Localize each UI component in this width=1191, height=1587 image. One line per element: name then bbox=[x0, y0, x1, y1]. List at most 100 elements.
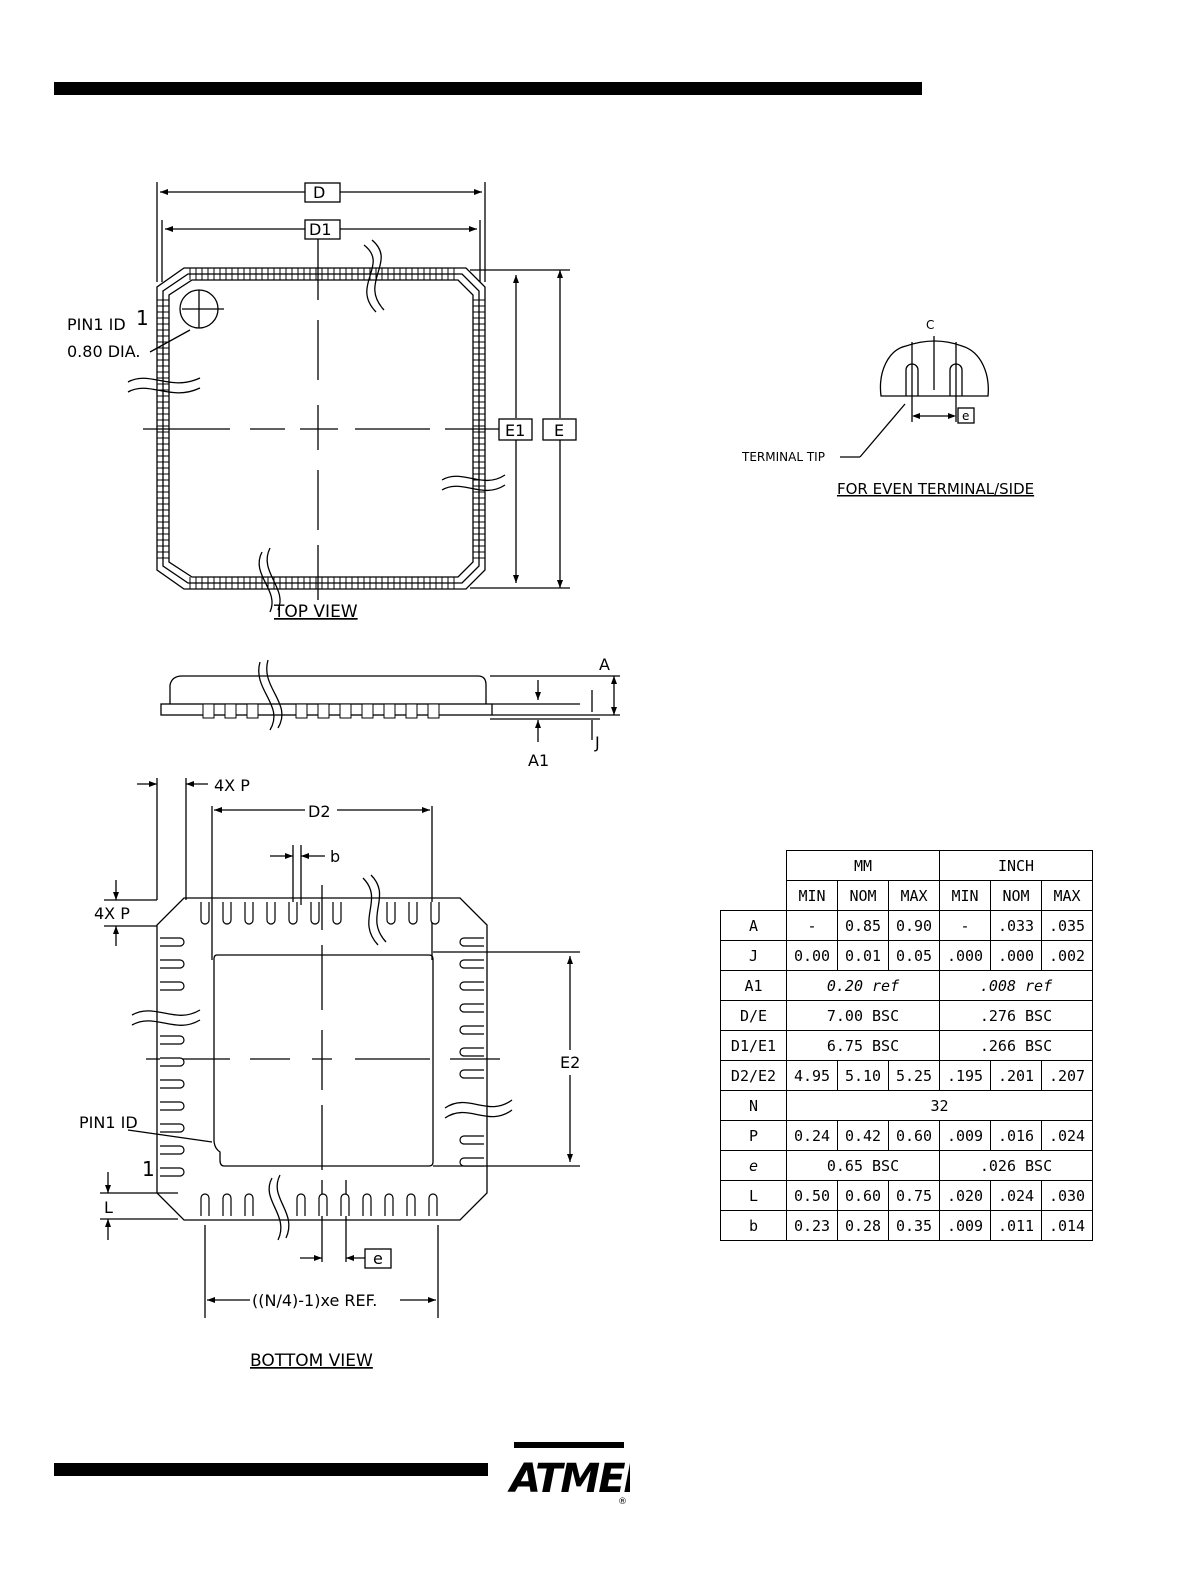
table-row: e 0.65 BSC .026 BSC bbox=[720, 1150, 1093, 1181]
dimension-table: MM INCH MIN NOM MAX MIN NOM MAX A - 0.85… bbox=[720, 850, 1093, 1241]
table-row: N 32 bbox=[720, 1090, 1093, 1121]
table-cell: 5.10 bbox=[837, 1060, 889, 1091]
atmel-logo: ATMEL ® bbox=[507, 1442, 630, 1506]
bottom-view-title: BOTTOM VIEW bbox=[250, 1351, 373, 1371]
table-header-group: MM INCH bbox=[721, 850, 1093, 881]
bottom-view-label-d2: D2 bbox=[308, 802, 331, 821]
bottom-view-label-4xp-top: 4X P bbox=[214, 776, 250, 795]
table-header-cell: NOM bbox=[990, 880, 1042, 911]
table-cell: 0.00 bbox=[786, 940, 838, 971]
top-view-pin1-id: PIN1 ID bbox=[67, 315, 126, 334]
table-cell: .201 bbox=[990, 1060, 1042, 1091]
table-symbol: b bbox=[720, 1210, 787, 1241]
table-row: b 0.23 0.28 0.35 .009 .011 .014 bbox=[720, 1210, 1093, 1241]
top-view-label-d: D bbox=[313, 183, 325, 202]
table-row: A1 0.20 ref .008 ref bbox=[720, 970, 1093, 1001]
table-cell: 0.24 bbox=[786, 1120, 838, 1151]
table-symbol: D1/E1 bbox=[720, 1030, 787, 1061]
registered-mark: ® bbox=[618, 1497, 627, 1506]
top-view-label-e: E bbox=[554, 421, 564, 440]
table-cell-all: 32 bbox=[786, 1090, 1093, 1121]
bottom-view-drawing: 4X P D2 b 4X P E2 PIN1 ID 1 L e ((N/4)-1… bbox=[79, 776, 580, 1371]
table-header-cell: MAX bbox=[1041, 880, 1093, 911]
table-symbol: D/E bbox=[720, 1000, 787, 1031]
table-cell: .009 bbox=[939, 1120, 991, 1151]
table-row: D/E 7.00 BSC .276 BSC bbox=[720, 1000, 1093, 1031]
table-cell: .030 bbox=[1041, 1180, 1093, 1211]
table-cell: - bbox=[786, 910, 838, 941]
table-row: A - 0.85 0.90 - .033 .035 bbox=[720, 910, 1093, 941]
table-cell: .011 bbox=[990, 1210, 1042, 1241]
table-cell: .195 bbox=[939, 1060, 991, 1091]
table-symbol: A1 bbox=[720, 970, 787, 1001]
table-cell: .207 bbox=[1041, 1060, 1093, 1091]
table-corner-2 bbox=[721, 881, 787, 911]
table-cell-inch: .008 ref bbox=[939, 970, 1093, 1001]
table-cell: .002 bbox=[1041, 940, 1093, 971]
table-cell-mm: 0.65 BSC bbox=[786, 1150, 940, 1181]
table-cell: 0.42 bbox=[837, 1120, 889, 1151]
table-cell: 5.25 bbox=[888, 1060, 940, 1091]
table-cell: .020 bbox=[939, 1180, 991, 1211]
side-view-label-a: A bbox=[599, 655, 610, 674]
table-symbol: e bbox=[720, 1150, 787, 1181]
table-cell: .000 bbox=[990, 940, 1042, 971]
top-view-pin1-dia: 0.80 DIA. bbox=[67, 342, 141, 361]
bottom-view-label-l: L bbox=[104, 1198, 113, 1217]
table-cell-mm: 6.75 BSC bbox=[786, 1030, 940, 1061]
table-header-cell: MIN bbox=[939, 880, 991, 911]
table-header-mm: MM bbox=[786, 850, 940, 881]
table-cell: 0.60 bbox=[888, 1120, 940, 1151]
side-view-label-j: J bbox=[594, 733, 600, 752]
table-symbol: D2/E2 bbox=[720, 1060, 787, 1091]
table-symbol: N bbox=[720, 1090, 787, 1121]
top-view-pin1-number: 1 bbox=[136, 306, 149, 330]
atmel-logo-text: ATMEL bbox=[507, 1456, 630, 1502]
bottom-view-label-4xp-left: 4X P bbox=[94, 904, 130, 923]
header-rule bbox=[54, 82, 922, 95]
table-cell-inch: .266 BSC bbox=[939, 1030, 1093, 1061]
bottom-view-label-e: e bbox=[373, 1249, 383, 1268]
terminal-caption: FOR EVEN TERMINAL/SIDE bbox=[837, 480, 1034, 498]
table-header-inch: INCH bbox=[939, 850, 1093, 881]
table-row: L 0.50 0.60 0.75 .020 .024 .030 bbox=[720, 1180, 1093, 1211]
table-cell: .035 bbox=[1041, 910, 1093, 941]
table-cell: .000 bbox=[939, 940, 991, 971]
bottom-view-label-ref: ((N/4)-1)xe REF. bbox=[252, 1291, 377, 1310]
table-cell: .033 bbox=[990, 910, 1042, 941]
table-corner bbox=[721, 851, 787, 881]
table-cell: 0.60 bbox=[837, 1180, 889, 1211]
bottom-view-pin1-id: PIN1 ID bbox=[79, 1113, 138, 1132]
terminal-label-e: e bbox=[962, 409, 969, 423]
terminal-centerline: C bbox=[926, 318, 934, 332]
table-cell-inch: .276 BSC bbox=[939, 1000, 1093, 1031]
top-view-label-d1: D1 bbox=[309, 220, 332, 239]
table-symbol: J bbox=[720, 940, 787, 971]
table-header-cell: MIN bbox=[786, 880, 838, 911]
table-cell: 0.90 bbox=[888, 910, 940, 941]
side-view-drawing: A A1 J bbox=[160, 655, 620, 770]
table-cell: 0.75 bbox=[888, 1180, 940, 1211]
footer-rule bbox=[54, 1463, 488, 1476]
table-header-cell: MAX bbox=[888, 880, 940, 911]
table-cell: 0.01 bbox=[837, 940, 889, 971]
table-cell: 0.35 bbox=[888, 1210, 940, 1241]
table-row: D2/E2 4.95 5.10 5.25 .195 .201 .207 bbox=[720, 1060, 1093, 1091]
table-cell: .009 bbox=[939, 1210, 991, 1241]
side-view-label-a1: A1 bbox=[528, 751, 549, 770]
table-cell: 0.05 bbox=[888, 940, 940, 971]
table-cell: .014 bbox=[1041, 1210, 1093, 1241]
bottom-view-label-b: b bbox=[330, 847, 340, 866]
table-symbol: A bbox=[720, 910, 787, 941]
terminal-detail-drawing: C e TERMINAL TIP FOR EVEN TERMINAL/SIDE bbox=[741, 318, 1034, 498]
table-cell: 0.50 bbox=[786, 1180, 838, 1211]
table-cell: 4.95 bbox=[786, 1060, 838, 1091]
table-header-sub: MIN NOM MAX MIN NOM MAX bbox=[721, 880, 1093, 911]
table-symbol: L bbox=[720, 1180, 787, 1211]
table-cell: .016 bbox=[990, 1120, 1042, 1151]
table-cell: .024 bbox=[990, 1180, 1042, 1211]
table-header-cell: NOM bbox=[837, 880, 889, 911]
top-view-label-e1: E1 bbox=[505, 421, 525, 440]
bottom-view-label-e2: E2 bbox=[560, 1053, 580, 1072]
table-row: P 0.24 0.42 0.60 .009 .016 .024 bbox=[720, 1120, 1093, 1151]
